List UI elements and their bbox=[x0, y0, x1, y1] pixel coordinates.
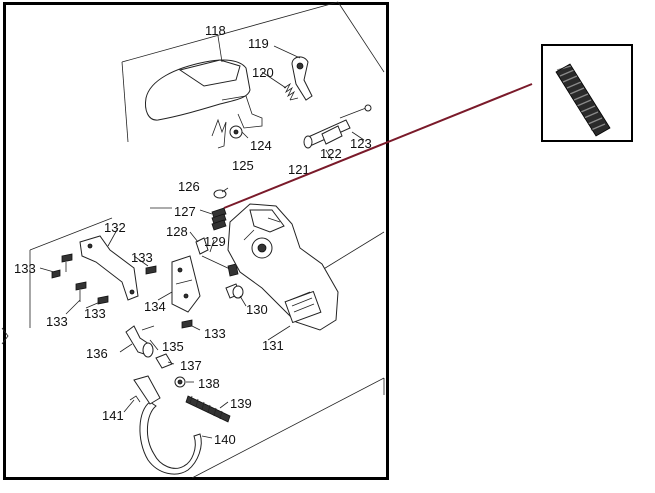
part-label: 119 bbox=[248, 36, 269, 51]
part-label: 129 bbox=[204, 234, 226, 249]
part-124-nut bbox=[229, 125, 249, 139]
part-136-brake-lever bbox=[125, 325, 155, 358]
part-label: 124 bbox=[250, 138, 272, 153]
part-120-spring bbox=[283, 82, 299, 101]
part-label: 132 bbox=[104, 220, 126, 235]
part-141-pin bbox=[129, 395, 141, 403]
part-125-spring-clip bbox=[211, 118, 227, 149]
part-label: 123 bbox=[350, 136, 372, 151]
leader-lines bbox=[1, 35, 301, 439]
part-132-bracket bbox=[79, 235, 139, 301]
part-label: 136 bbox=[86, 346, 108, 361]
part-label: 141 bbox=[102, 408, 124, 423]
part-121-122-123-rod-assembly bbox=[303, 104, 372, 161]
part-118-chain-brake-guard bbox=[145, 59, 263, 129]
part-140-brake-band bbox=[133, 375, 202, 475]
part-label: 135 bbox=[162, 339, 184, 354]
part-label: 120 bbox=[252, 65, 274, 80]
part-label: 122 bbox=[320, 146, 342, 161]
part-label: 125 bbox=[232, 158, 254, 173]
part-label: 130 bbox=[246, 302, 268, 317]
part-label: 131 bbox=[262, 338, 284, 353]
diagram-frame bbox=[3, 2, 389, 480]
part-label: 118 bbox=[205, 23, 226, 38]
part-label: 127 bbox=[174, 204, 196, 219]
part-label: 137 bbox=[180, 358, 202, 373]
part-label: 134 bbox=[144, 299, 166, 314]
part-131-sprocket-cover bbox=[227, 203, 339, 331]
callout-line bbox=[223, 83, 533, 209]
part-119-lever bbox=[291, 56, 313, 101]
part-label: 133 bbox=[14, 261, 36, 276]
part-label: 128 bbox=[166, 224, 188, 239]
spring-detail-inset bbox=[541, 44, 633, 142]
part-134-plate bbox=[171, 255, 201, 313]
part-138-washer bbox=[174, 376, 186, 388]
part-label: 139 bbox=[230, 396, 252, 411]
outline-perspective bbox=[29, 1, 385, 479]
part-127-spring bbox=[211, 207, 227, 231]
spring-detail-icon bbox=[555, 63, 611, 137]
part-128-129-bolt bbox=[195, 237, 239, 277]
part-label: 138 bbox=[198, 376, 220, 391]
part-label: 133 bbox=[131, 250, 153, 265]
part-130-nut bbox=[225, 283, 244, 299]
part-label: 133 bbox=[46, 314, 68, 329]
part-133-screws bbox=[51, 253, 193, 329]
part-label: 126 bbox=[178, 179, 200, 194]
part-126-cap bbox=[213, 189, 227, 199]
part-label: 133 bbox=[84, 306, 106, 321]
part-139-spring bbox=[185, 395, 231, 423]
part-label: 121 bbox=[288, 162, 310, 177]
part-label: 133 bbox=[204, 326, 226, 341]
part-137-link bbox=[155, 353, 173, 369]
part-label: 140 bbox=[214, 432, 236, 447]
part-labels: 118 119 120 124 125 121 122 123 126 127 … bbox=[14, 23, 372, 447]
